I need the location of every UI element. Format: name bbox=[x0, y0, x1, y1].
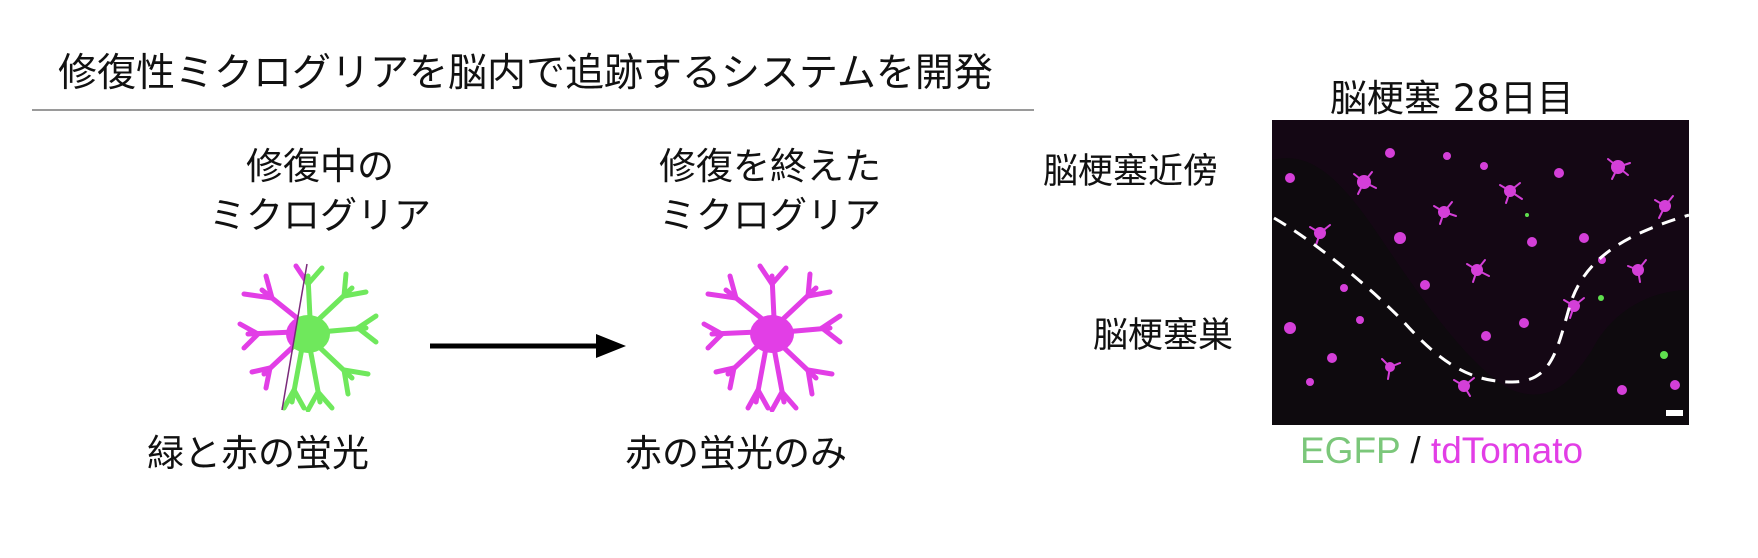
red-only-microglia-icon bbox=[700, 262, 850, 412]
red-only-fluorescence-label: 赤の蛍光のみ bbox=[625, 432, 847, 475]
fluorescence-micrograph bbox=[1272, 120, 1690, 426]
egfp-legend: EGFP bbox=[1300, 430, 1401, 471]
scale-bar bbox=[1666, 410, 1683, 416]
repaired-caption-line2: ミクログリア bbox=[659, 194, 881, 237]
page-title: 修復性ミクログリアを脳内で追跡するシステムを開発 bbox=[58, 51, 993, 96]
micrograph-image bbox=[1272, 120, 1690, 426]
infarct-core-label: 脳梗塞巣 bbox=[1093, 316, 1234, 356]
repaired-microglia-caption: 修復を終えた ミクログリア bbox=[625, 142, 915, 240]
repairing-caption-line1: 修復中の bbox=[246, 145, 394, 188]
transition-arrow-icon bbox=[430, 334, 626, 358]
micrograph-title: 脳梗塞 28日目 bbox=[1330, 77, 1574, 120]
channel-legend: EGFP / tdTomato bbox=[1300, 430, 1583, 472]
green-red-fluorescence-label: 緑と赤の蛍光 bbox=[147, 432, 369, 475]
repaired-caption-line1: 修復を終えた bbox=[659, 145, 881, 188]
dual-color-microglia-icon bbox=[236, 262, 386, 412]
repairing-microglia-caption: 修復中の ミクログリア bbox=[190, 142, 450, 240]
title-divider bbox=[32, 109, 1034, 111]
peri-infarct-label: 脳梗塞近傍 bbox=[1043, 152, 1219, 192]
legend-separator: / bbox=[1400, 430, 1431, 471]
tdtomato-legend: tdTomato bbox=[1430, 430, 1584, 471]
repairing-caption-line2: ミクログリア bbox=[209, 194, 431, 237]
